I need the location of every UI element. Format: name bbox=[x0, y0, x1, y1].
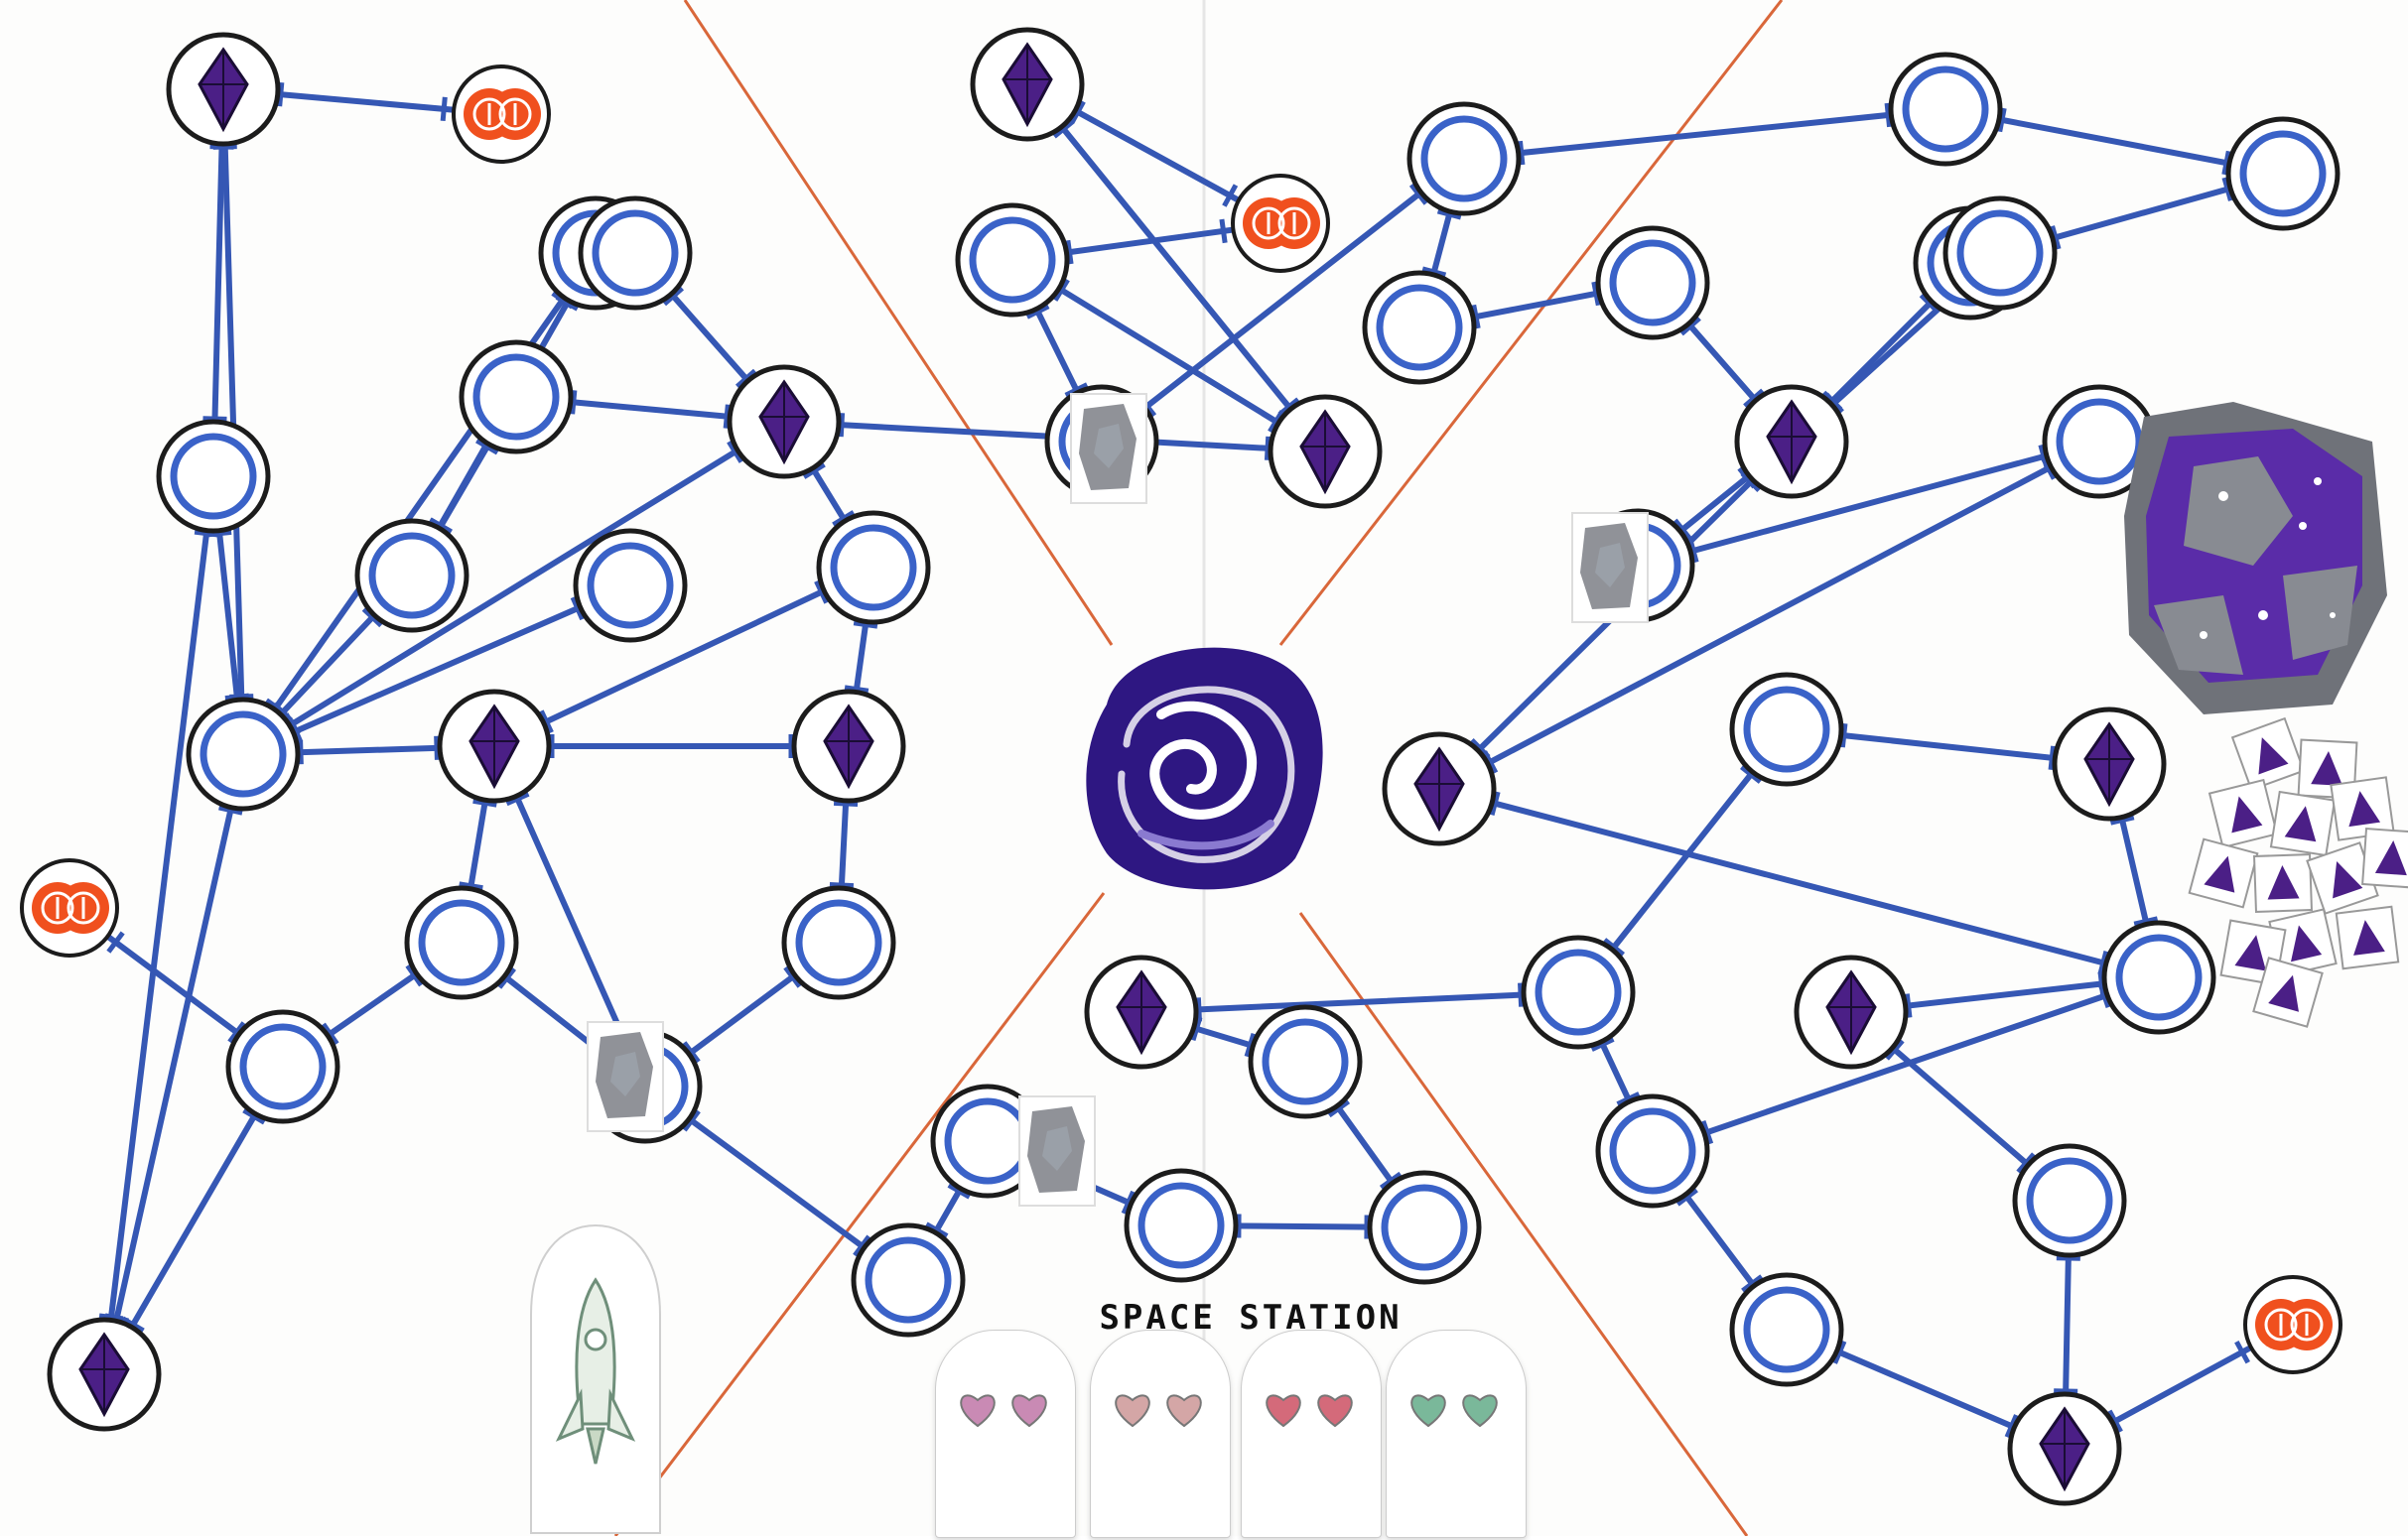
space-empty[interactable] bbox=[407, 888, 516, 997]
player-card[interactable] bbox=[1090, 1330, 1231, 1538]
route-tick bbox=[830, 884, 854, 885]
asteroid-tile[interactable] bbox=[1572, 513, 1648, 622]
space-empty[interactable] bbox=[854, 1225, 963, 1335]
route-tick bbox=[1222, 219, 1225, 243]
crystal-token bbox=[2362, 829, 2408, 888]
heart-icon bbox=[1411, 1395, 1445, 1426]
space-empty[interactable] bbox=[581, 198, 690, 308]
credit-token-icon bbox=[32, 882, 109, 934]
space-empty[interactable] bbox=[958, 205, 1067, 315]
crystal-token-pile[interactable] bbox=[2190, 718, 2408, 1027]
space-empty[interactable] bbox=[357, 521, 467, 630]
space-crystal[interactable] bbox=[1087, 958, 1196, 1067]
space-credit[interactable] bbox=[1233, 176, 1328, 271]
route-line bbox=[104, 476, 213, 1374]
route-tick bbox=[437, 736, 438, 760]
route-tick bbox=[301, 740, 302, 764]
asteroid-tile[interactable] bbox=[1071, 394, 1146, 503]
crystal-token bbox=[2254, 854, 2312, 912]
heart-icon bbox=[961, 1395, 995, 1426]
crystal-token bbox=[2337, 907, 2398, 968]
space-crystal[interactable] bbox=[1385, 734, 1494, 843]
space-empty[interactable] bbox=[1370, 1173, 1479, 1282]
space-empty[interactable] bbox=[1732, 675, 1841, 784]
space-crystal[interactable] bbox=[973, 30, 1082, 139]
heart-icon bbox=[1012, 1395, 1046, 1426]
space-empty[interactable] bbox=[2104, 923, 2213, 1032]
space-crystal[interactable] bbox=[2010, 1394, 2119, 1503]
route-tick bbox=[1521, 983, 1522, 1007]
credit-token-icon bbox=[464, 88, 541, 140]
credit-token-icon bbox=[2255, 1299, 2333, 1350]
heart-icon bbox=[1463, 1395, 1497, 1426]
space-empty[interactable] bbox=[1365, 273, 1474, 382]
black-hole-icon bbox=[1086, 648, 1322, 890]
space-empty[interactable] bbox=[462, 342, 571, 451]
space-empty[interactable] bbox=[576, 531, 685, 640]
space-empty[interactable] bbox=[159, 422, 268, 531]
space-crystal[interactable] bbox=[1271, 397, 1380, 506]
crystal-token bbox=[2232, 718, 2304, 790]
space-empty[interactable] bbox=[1945, 198, 2055, 308]
space-empty[interactable] bbox=[784, 888, 893, 997]
space-empty[interactable] bbox=[1732, 1275, 1841, 1384]
space-credit[interactable] bbox=[2245, 1277, 2341, 1372]
space-crystal[interactable] bbox=[794, 692, 903, 801]
heart-icon bbox=[1318, 1395, 1352, 1426]
space-empty[interactable] bbox=[2015, 1146, 2124, 1255]
space-crystal[interactable] bbox=[169, 35, 278, 144]
space-empty[interactable] bbox=[2228, 119, 2338, 228]
asteroid-tile[interactable] bbox=[588, 1022, 663, 1131]
space-empty[interactable] bbox=[228, 1012, 337, 1121]
space-credit[interactable] bbox=[454, 66, 549, 162]
rocket-card[interactable] bbox=[531, 1225, 660, 1533]
space-crystal[interactable] bbox=[2055, 709, 2164, 819]
credit-token-icon bbox=[1243, 197, 1320, 249]
route-tick bbox=[841, 413, 842, 437]
space-station-label: SPACE STATION bbox=[1072, 1298, 1429, 1338]
space-crystal[interactable] bbox=[730, 367, 839, 476]
space-empty[interactable] bbox=[1251, 1007, 1360, 1116]
crystal-token bbox=[2190, 839, 2258, 908]
player-card[interactable] bbox=[1241, 1330, 1382, 1538]
space-empty[interactable] bbox=[1598, 228, 1707, 337]
space-crystal[interactable] bbox=[440, 692, 549, 801]
space-empty[interactable] bbox=[1891, 55, 2000, 164]
space-crystal[interactable] bbox=[1737, 387, 1846, 496]
route-tick bbox=[213, 147, 237, 148]
heart-icon bbox=[1116, 1395, 1149, 1426]
space-empty[interactable] bbox=[1598, 1096, 1707, 1206]
space-empty[interactable] bbox=[819, 513, 928, 622]
route-line bbox=[104, 754, 243, 1374]
player-card[interactable] bbox=[935, 1330, 1076, 1538]
asteroid-deck[interactable] bbox=[2124, 402, 2387, 714]
crystal-token bbox=[2209, 780, 2277, 847]
space-empty[interactable] bbox=[1127, 1171, 1236, 1280]
route-tick bbox=[834, 803, 858, 804]
space-credit[interactable] bbox=[22, 860, 117, 956]
space-crystal[interactable] bbox=[1797, 958, 1906, 1067]
route-tick bbox=[1267, 437, 1268, 460]
route-line bbox=[1638, 442, 2099, 566]
route-line bbox=[1464, 109, 1945, 159]
heart-icon bbox=[1267, 1395, 1300, 1426]
space-empty[interactable] bbox=[189, 700, 298, 809]
asteroid-tile[interactable] bbox=[1019, 1096, 1095, 1206]
player-card[interactable] bbox=[1386, 1330, 1527, 1538]
route-tick bbox=[202, 419, 226, 420]
crystal-token bbox=[2271, 792, 2335, 855]
route-tick bbox=[443, 97, 445, 121]
space-crystal[interactable] bbox=[50, 1320, 159, 1429]
heart-icon bbox=[1167, 1395, 1201, 1426]
space-empty[interactable] bbox=[1524, 938, 1633, 1047]
space-empty[interactable] bbox=[1409, 104, 1519, 213]
